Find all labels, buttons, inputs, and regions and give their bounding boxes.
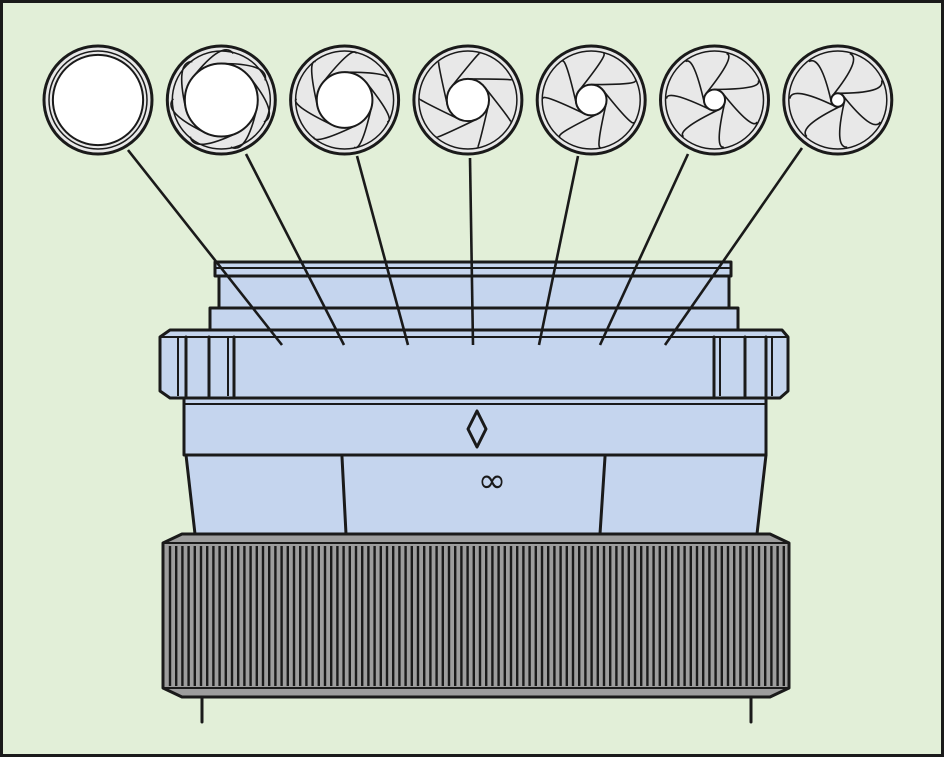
iris-blade-edge	[804, 105, 842, 138]
iris-blade-edge	[837, 80, 883, 95]
iris-blade-edge	[558, 113, 599, 138]
iris-blade-edge	[808, 59, 832, 102]
iris-blade-edge	[665, 94, 711, 111]
iris-aperture-4	[412, 44, 524, 156]
infinity-mark: ∞	[478, 461, 506, 501]
iris-blade-edge	[418, 97, 460, 120]
iris-blade-edge	[714, 80, 760, 91]
leader-line-3	[355, 155, 410, 346]
iris-blade-edge	[718, 102, 726, 148]
iris-opening	[315, 71, 374, 129]
leader-line-7	[663, 147, 804, 346]
leader-line-5	[537, 155, 580, 346]
iris-blade-edge	[789, 92, 836, 107]
iris-blade-edge	[685, 60, 705, 103]
iris-blade-edge	[681, 108, 720, 138]
iris-blade-edge	[437, 60, 449, 105]
iris-blade-edge	[476, 104, 490, 149]
iris-blade-edge	[467, 78, 513, 82]
iris-blade-edge	[722, 92, 758, 125]
iris-blade-edge	[578, 52, 605, 91]
iris-blade-edge	[602, 89, 635, 124]
iris-blade-edge	[450, 52, 481, 88]
iris-blade-edge	[436, 118, 478, 138]
iris-opening	[183, 62, 259, 138]
iris-opening	[574, 83, 608, 117]
lens-middle-barrel	[182, 396, 768, 457]
iris-opening	[445, 77, 491, 123]
lens-top-barrel	[208, 260, 740, 332]
aperture-ring	[158, 328, 790, 400]
iris-blade-edge	[598, 103, 607, 148]
aperture-leader-lines	[126, 147, 804, 346]
focus-ring-knurling	[168, 546, 785, 686]
aperture-iris-row	[42, 44, 894, 156]
leader-line-4	[468, 157, 475, 346]
iris-opening	[830, 92, 846, 108]
iris-blade-edge	[838, 101, 848, 148]
leader-line-2	[244, 153, 346, 346]
iris-blade-edge	[591, 79, 637, 86]
iris-opening	[702, 88, 727, 112]
leader-line-6	[598, 153, 690, 346]
iris-aperture-5	[535, 44, 647, 156]
iris-aperture-7	[782, 44, 894, 156]
lens-lower-barrel	[184, 453, 768, 536]
iris-aperture-1	[42, 44, 154, 156]
iris-blade-edge	[842, 95, 882, 126]
iris-aperture-6	[659, 44, 770, 156]
iris-blade-edge	[705, 52, 730, 94]
iris-blade-edge	[483, 86, 512, 123]
iris-blade-edge	[542, 96, 585, 115]
iris-aperture-3	[289, 44, 401, 156]
iris-aperture-2	[165, 44, 277, 156]
leader-line-1	[126, 149, 284, 346]
focus-ring	[161, 532, 791, 699]
iris-blade-edge	[831, 52, 855, 97]
iris-blade-edge	[561, 60, 577, 104]
iris-opening	[51, 53, 145, 147]
index-mark-diamond	[466, 409, 488, 449]
